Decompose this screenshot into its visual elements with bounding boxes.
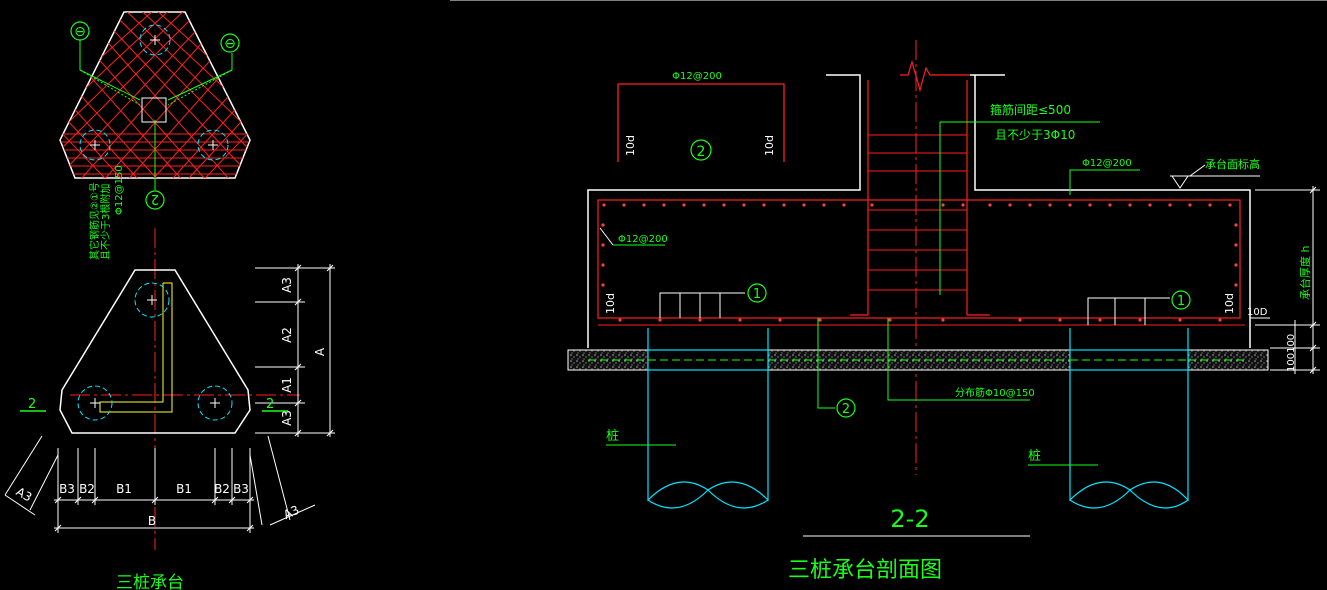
section-2-2: 1 1 10d 10d Φ12@200 箍筋间距≤500 且不少于3Φ10 Φ1… [567,40,1320,583]
stirrup-note-1: 箍筋间距≤500 [990,102,1071,117]
section-mark-right: 2 [266,397,274,412]
side-bar-label: Φ12@200 [618,234,668,245]
rebar-cage [597,199,1241,319]
bar2-hook-left: 10d [624,135,637,156]
plan-top-note-3: Φ12@150 [114,165,125,215]
bar2-hook-right: 10d [763,135,776,156]
yellow-strip [99,282,173,413]
top-elev-label: 承台面标高 [1205,157,1260,171]
dim-b-total: B [148,514,156,528]
pile-right [197,129,229,161]
bar-detail-2: Φ12@200 10d 10d 2 [617,71,785,162]
dim-b3-left: B3 [59,482,75,496]
stirrup-note-2: 且不少于3Φ10 [995,128,1075,142]
dim-right-a1: A1 [280,377,294,393]
column-outline-top [141,97,167,123]
section-number: 2-2 [890,505,929,533]
dim-right-a3-top: A3 [280,277,294,293]
plan-top-reinforcement: ⊖ ⊖ 2 其它钢筋见②①号 且不少于3根附加 Φ12@150 [59,11,251,260]
plan-top-note-2: 且不少于3根附加 [99,184,112,260]
rebar-dots [601,203,1238,322]
bar2-mark: 2 [697,144,706,160]
dim-b1-left: B1 [116,482,132,496]
mark1-left: 1 [753,287,761,302]
column-stirrups [868,134,967,291]
dim-b2-right: B2 [214,482,230,496]
dim-b3-right: B3 [233,482,249,496]
callout-right-label: ⊖ [224,36,236,52]
pile-plan-right [197,385,233,421]
pile-top [139,24,171,56]
dim-b1-right: B1 [176,482,192,496]
section-mark-left: 2 [28,397,36,412]
cap-section-left [587,74,861,348]
callout-bottom-circle [145,190,165,210]
cap-outline-top [59,11,251,179]
section-title: 三桩承台剖面图 [788,558,942,583]
mark2: 2 [842,402,850,417]
plan-top-note-1: 其它钢筋见②①号 [88,182,101,260]
bar2-mark-circle [690,139,712,161]
callout-left-circle [70,21,90,41]
mark2-circle [836,398,856,418]
elevation-triangle [1170,175,1189,189]
break-line [900,59,970,93]
pile-plan-top [134,282,170,318]
cap-section-right [974,75,1251,348]
dim-diag-right: A3 [281,503,301,522]
mark1-left-circle [747,283,767,303]
dim-right-total: A [313,347,327,356]
cushion-dims: 100100 [1286,334,1297,372]
top-bar-label: Φ12@200 [1082,158,1132,169]
hook-left: 10d [604,293,617,314]
bar2-spec: Φ12@200 [672,71,722,82]
dim-right-a3-bottom: A3 [280,410,294,426]
thickness-label: 承台厚度 h [1298,246,1312,300]
callout-right-circle [220,33,240,53]
callout-bottom-label: 2 [151,191,159,206]
plan-caption: 三桩承台 [116,573,184,590]
cap-outline-bottom [59,269,251,434]
pile-left-label: 桩 [606,429,619,444]
pile-right-label: 桩 [1028,449,1041,464]
bar2-shape [617,83,785,162]
dim-diag-left: A3 [14,485,35,505]
dim-right-a2: A2 [280,327,294,343]
hook-right: 10d [1223,293,1236,314]
pile-left [79,129,111,161]
cover-label: 10D [1247,307,1268,318]
plan-bottom-geometry: A3 A2 A1 A3 A 2 2 B3 B2 B1 [4,228,335,590]
dim-b2-left: B2 [79,482,95,496]
pile-plan-left [77,385,113,421]
mark1-right: 1 [1177,294,1185,309]
mark1-right-circle [1171,290,1191,310]
dist-bar-label: 分布筋Φ10@150 [955,386,1035,399]
callout-left-label: ⊖ [74,24,86,40]
